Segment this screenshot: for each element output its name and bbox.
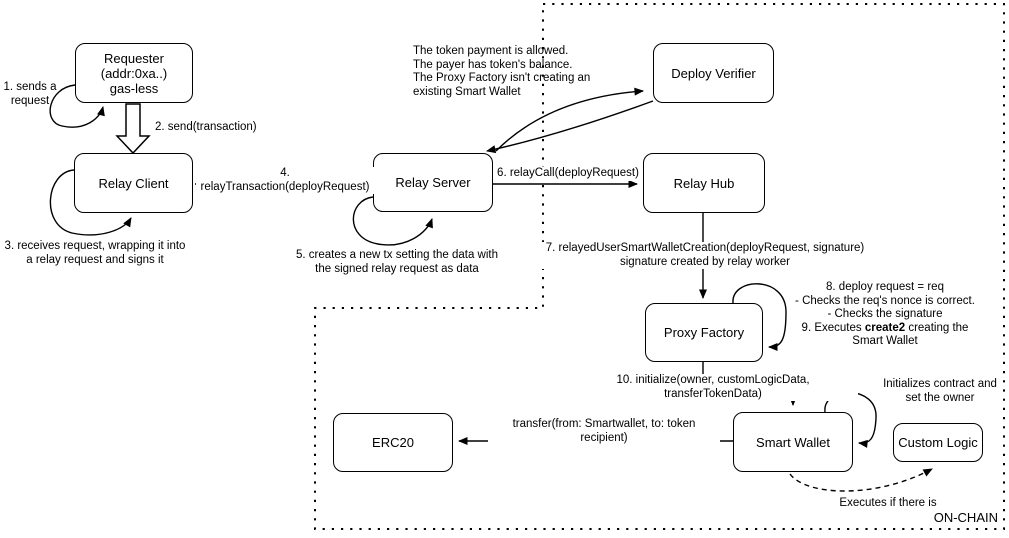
label-init-note: Initializes contract and set the owner <box>883 378 997 404</box>
arrow-verify-request <box>496 87 644 151</box>
label-step8-9-pre: 8. deploy request = req - Checks the req… <box>795 281 975 334</box>
self-loop-proxy-factory <box>733 284 786 351</box>
label-on-chain: ON-CHAIN <box>933 510 998 525</box>
node-requester: Requester (addr:0xa..) gas-less <box>75 43 193 103</box>
label-step2: 2. send(transaction) <box>155 121 257 133</box>
arrow-executes-custom-logic <box>790 469 933 491</box>
node-smart-wallet: Smart Wallet <box>733 412 853 472</box>
label-step1: 1. sends a request <box>3 81 57 107</box>
node-deploy-verifier-label: Deploy Verifier <box>671 65 756 81</box>
onchain-boundary <box>315 4 1004 529</box>
label-step5: 5. creates a new tx setting the data wit… <box>295 249 498 275</box>
label-step4: 4. relayTransaction(deployRequest) <box>196 167 374 194</box>
node-relay-client-label: Relay Client <box>98 175 169 191</box>
node-relay-client: Relay Client <box>74 153 193 213</box>
label-step6: 6. relayCall(deployRequest) <box>497 167 639 181</box>
node-custom-logic: Custom Logic <box>893 423 983 462</box>
label-step8-9-post: creating the Smart Wallet <box>852 321 969 348</box>
node-erc20-label: ERC20 <box>372 435 414 450</box>
node-deploy-verifier: Deploy Verifier <box>653 43 774 103</box>
self-loop-relay-client <box>50 170 131 235</box>
self-loop-relay-server <box>353 197 433 245</box>
node-relay-server: Relay Server <box>373 153 493 212</box>
arrow-verify-response <box>486 101 653 154</box>
node-erc20: ERC20 <box>333 413 453 472</box>
node-proxy-factory: Proxy Factory <box>645 303 763 362</box>
node-smart-wallet-label: Smart Wallet <box>756 434 830 450</box>
node-proxy-factory-label: Proxy Factory <box>663 325 745 340</box>
block-arrow-send-transaction <box>117 104 149 153</box>
label-verifier-note: The token payment is allowed. The payer … <box>413 45 591 98</box>
label-executes-note: Executes if there is <box>836 497 940 511</box>
label-step7: 7. relayedUserSmartWalletCreation(deploy… <box>528 242 882 269</box>
node-relay-server-label: Relay Server <box>395 175 471 190</box>
label-step10: 10. initialize(owner, customLogicData, t… <box>568 374 858 401</box>
self-loop-requester <box>50 85 105 127</box>
node-requester-label: Requester (addr:0xa..) gas-less <box>100 50 168 96</box>
label-step8-9: 8. deploy request = req - Checks the req… <box>785 281 985 349</box>
node-relay-hub: Relay Hub <box>643 153 765 213</box>
node-relay-hub-label: Relay Hub <box>673 175 735 191</box>
label-step8-9-create2: create2 <box>864 321 906 334</box>
label-transfer: transfer(from: Smartwallet, to: token re… <box>488 418 720 445</box>
label-step3: 3. receives request, wrapping it into a … <box>4 240 186 266</box>
node-custom-logic-label: Custom Logic <box>898 435 978 450</box>
